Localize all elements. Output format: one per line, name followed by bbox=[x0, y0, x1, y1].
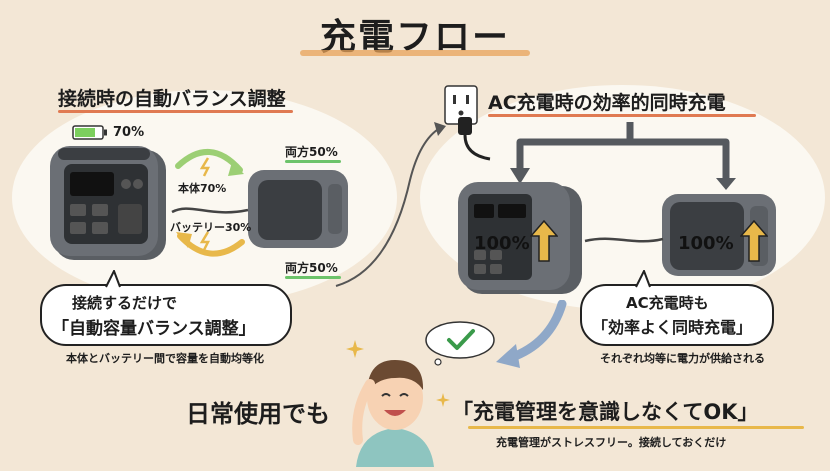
main-percent: 100% bbox=[474, 233, 530, 254]
left-speech-bubble bbox=[40, 284, 292, 346]
charging-flow-arrows bbox=[490, 120, 750, 190]
footer-left-text: 日常使用でも bbox=[186, 400, 330, 428]
wall-outlet-icon bbox=[444, 85, 478, 125]
swap-arrows bbox=[170, 136, 250, 266]
battery-icon bbox=[72, 125, 108, 140]
battery-module-charging bbox=[660, 190, 780, 280]
both-50-top: 両方50% bbox=[285, 145, 338, 159]
up-arrow-main bbox=[529, 219, 559, 262]
plug-icon bbox=[454, 115, 494, 165]
right-heading: AC充電時の効率的同時充電 bbox=[488, 92, 726, 114]
connecting-cable bbox=[170, 200, 250, 220]
footer-right-text: 「充電管理を意識しなくてOK」 bbox=[452, 400, 759, 424]
left-bubble-line2: 「自動容量バランス調整」 bbox=[52, 319, 256, 339]
footer-sub-text: 充電管理がストレスフリー。接続しておくだけ bbox=[496, 436, 727, 449]
label-battery-30: バッテリー30% bbox=[170, 221, 252, 234]
up-arrow-battery bbox=[739, 219, 769, 262]
sparkle-icon bbox=[346, 340, 364, 358]
sparkle-icon bbox=[436, 392, 450, 407]
left-bubble-line1: 接続するだけで bbox=[72, 294, 178, 312]
both-50-top-underline bbox=[285, 160, 341, 163]
device-cable bbox=[584, 232, 664, 248]
curved-blue-arrow bbox=[490, 299, 570, 370]
power-station-main bbox=[48, 142, 178, 264]
left-bubble-tail bbox=[104, 268, 124, 288]
smiling-person bbox=[350, 340, 440, 467]
right-bubble-line1: AC充電時も bbox=[626, 294, 709, 312]
power-station-main-charging bbox=[456, 178, 586, 298]
left-heading: 接続時の自動バランス調整 bbox=[58, 88, 286, 110]
right-caption: それぞれ均等に電力が供給される bbox=[600, 352, 765, 365]
right-speech-bubble bbox=[580, 284, 774, 346]
left-caption: 本体とバッテリー間で容量を自動均等化 bbox=[66, 352, 264, 365]
outlet-cable bbox=[330, 110, 450, 290]
battery-module bbox=[246, 166, 350, 250]
right-heading-underline bbox=[488, 114, 756, 117]
both-50-bottom: 両方50% bbox=[285, 261, 338, 275]
right-bubble-tail bbox=[634, 268, 654, 288]
battery-percent: 100% bbox=[678, 233, 734, 254]
footer-right-underline bbox=[468, 426, 804, 429]
left-heading-underline bbox=[58, 110, 293, 113]
check-icon bbox=[446, 328, 476, 352]
right-bubble-line2: 「効率よく同時充電」 bbox=[592, 318, 753, 337]
battery-percent-label: 70% bbox=[113, 125, 145, 140]
thought-bubble bbox=[420, 318, 500, 368]
both-50-bottom-underline bbox=[285, 276, 341, 279]
title-underline bbox=[300, 50, 530, 56]
label-body-70: 本体70% bbox=[178, 182, 227, 195]
